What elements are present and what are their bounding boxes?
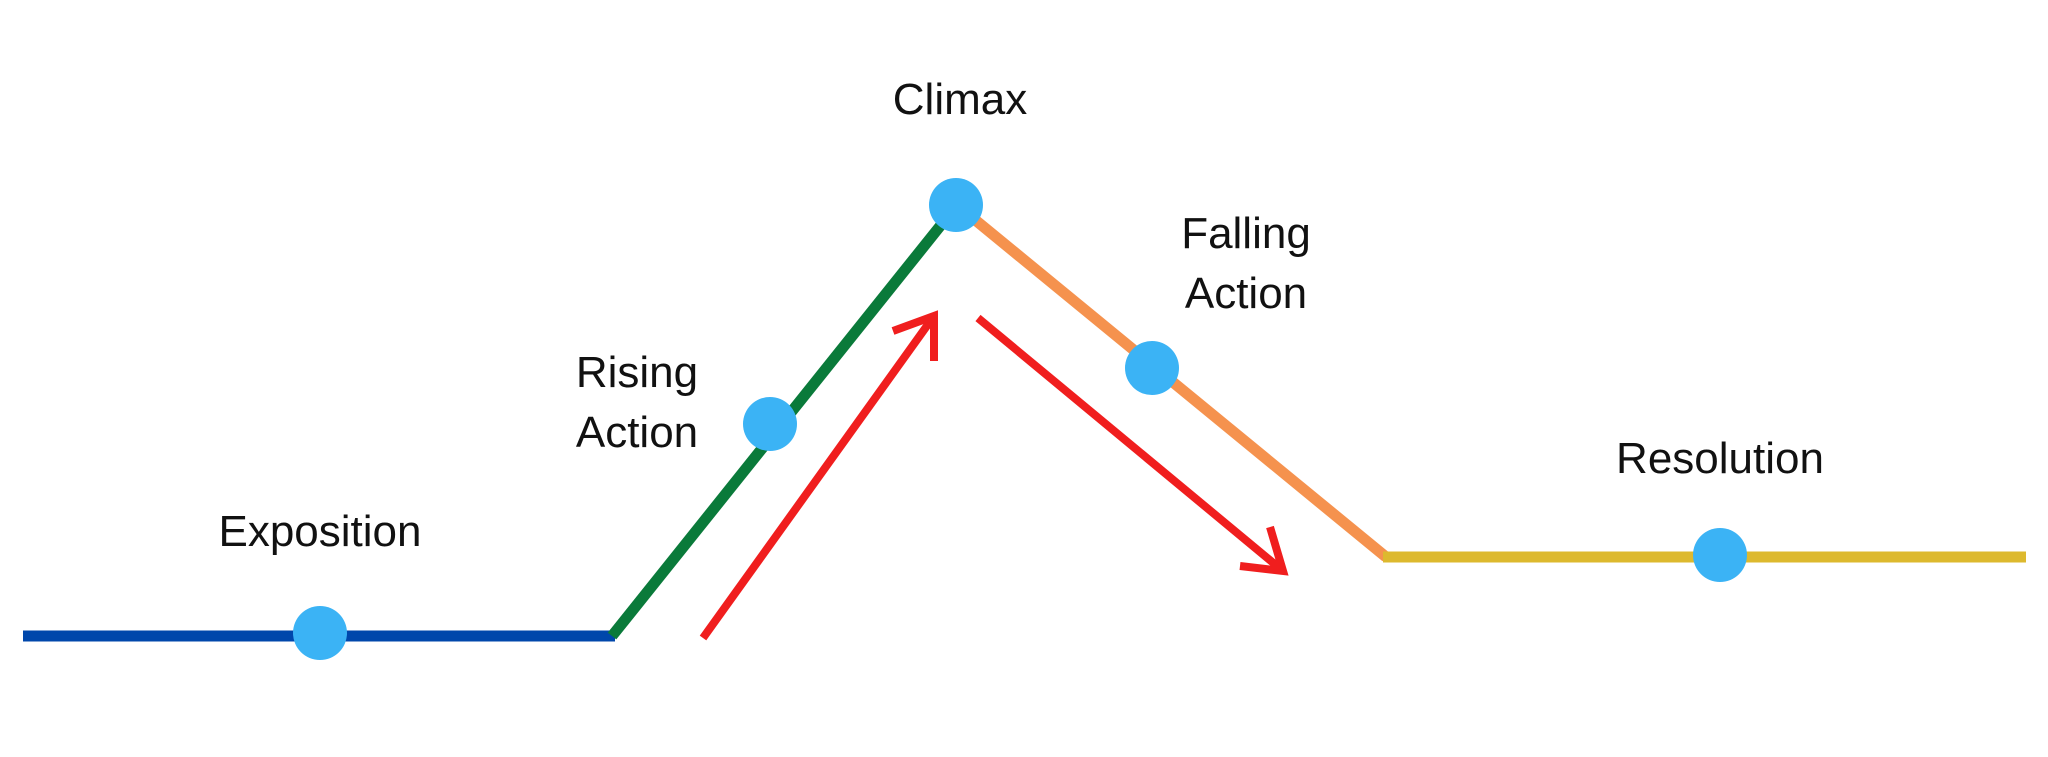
climax-marker — [929, 178, 983, 232]
resolution-marker — [1693, 528, 1747, 582]
falling-arrow — [975, 314, 1289, 576]
rising-arrow-head — [891, 310, 938, 361]
resolution-label: Resolution — [1616, 434, 1824, 483]
rising-arrow-shaft — [699, 313, 938, 641]
exposition-label: Exposition — [218, 507, 422, 556]
rising-action-marker — [743, 397, 797, 451]
falling-arrow-shaft — [975, 314, 1286, 575]
falling-arrow-head — [1239, 525, 1289, 576]
rising-arrow — [699, 310, 938, 641]
climax-label: Climax — [892, 75, 1028, 124]
falling-action-label: Falling Action — [1181, 209, 1311, 318]
rising-action-label: Rising Action — [575, 348, 699, 457]
exposition-marker — [293, 606, 347, 660]
falling-action-marker — [1125, 341, 1179, 395]
